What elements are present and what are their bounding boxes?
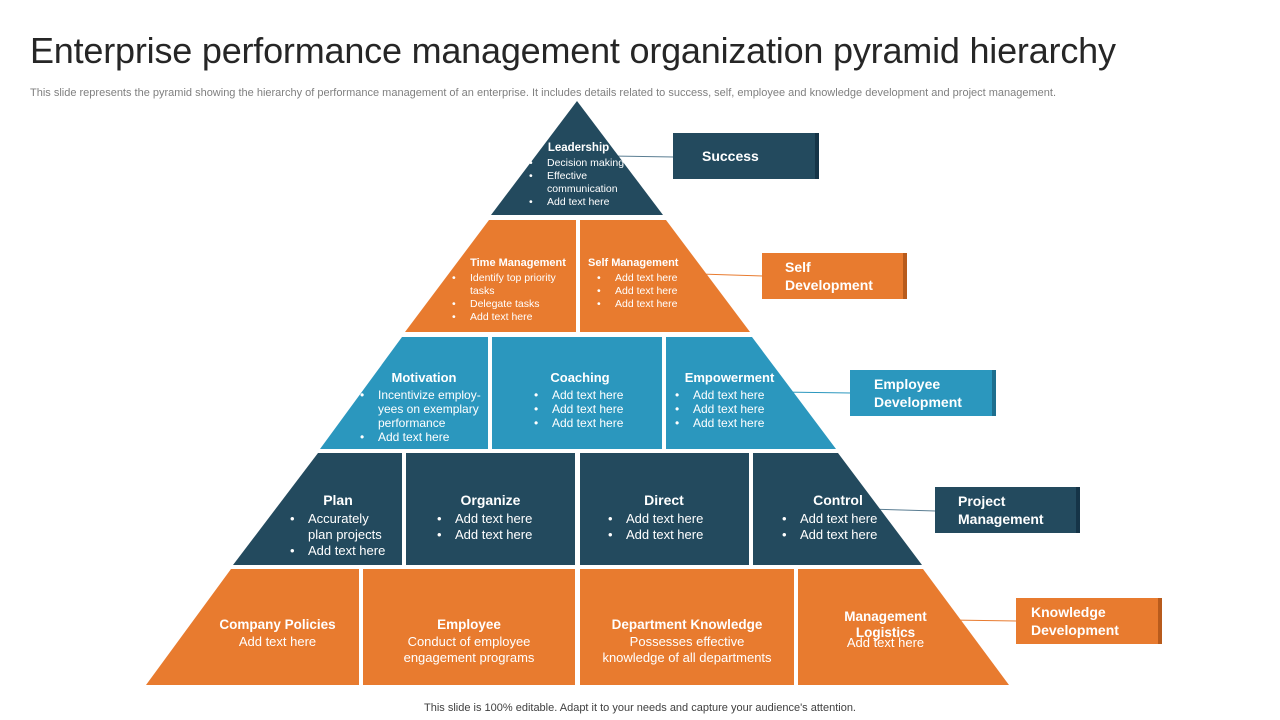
- empowerment-heading: Empowerment: [684, 370, 775, 385]
- leadership-text: Leadership Decision making Effective com…: [522, 142, 637, 209]
- management-logistics-text: Management Logistics Add text here: [828, 609, 943, 650]
- list-item: Add text here: [675, 416, 787, 430]
- list-item: Accurately plan projects: [290, 511, 392, 543]
- list-item: Add text here: [452, 311, 574, 324]
- company-policies-text: Company Policies Add text here: [206, 617, 349, 649]
- list-item: Incentivize employ-yees on exemplary per…: [360, 388, 488, 430]
- list-item: Add text here: [360, 430, 488, 444]
- pyramid-cell-management-logistics: [798, 569, 1009, 685]
- list-item: Add text here: [534, 416, 635, 430]
- label-edge: [1158, 598, 1162, 644]
- coaching-text: Coaching Add text here Add text here Add…: [525, 370, 635, 430]
- slide-subtitle: This slide represents the pyramid showin…: [30, 87, 1057, 99]
- slide-footer: This slide is 100% editable. Adapt it to…: [424, 702, 856, 714]
- direct-heading: Direct: [644, 492, 684, 508]
- list-item: Add text here: [534, 388, 635, 402]
- list-item: Add text here: [597, 285, 700, 298]
- list-item: Identify top priority tasks: [452, 272, 574, 298]
- employee-heading: Employee: [437, 617, 501, 632]
- connector-line-self-development: [699, 273, 765, 277]
- pyramid-cell-company-policies: [146, 569, 359, 685]
- organize-heading: Organize: [460, 492, 521, 508]
- label-success-text: Success: [702, 148, 759, 164]
- label-self-development-text: Self Development: [785, 259, 873, 293]
- label-edge: [903, 253, 907, 299]
- self-management-text: Self Management Add text here Add text h…: [588, 257, 700, 311]
- direct-text: Direct Add text here Add text here: [600, 492, 728, 543]
- pyramid-cell-department-knowledge: [580, 569, 794, 685]
- label-project-management: Project Management: [935, 487, 1080, 533]
- employee-desc: Conduct of employee engagement programs: [403, 634, 535, 665]
- slide-title: Enterprise performance management organi…: [30, 30, 1116, 71]
- label-edge: [815, 133, 819, 179]
- list-item: Add text here: [675, 402, 787, 416]
- department-knowledge-desc: Possesses effective knowledge of all dep…: [602, 634, 772, 665]
- company-policies-heading: Company Policies: [219, 617, 336, 632]
- list-item: Add text here: [529, 196, 637, 209]
- label-edge: [992, 370, 996, 416]
- label-employee-development-text: Employee Development: [874, 376, 962, 410]
- list-item: Add text here: [675, 388, 787, 402]
- list-item: Add text here: [437, 527, 553, 543]
- time-management-heading: Time Management: [470, 257, 566, 269]
- time-management-text: Time Management Identify top priority ta…: [452, 257, 574, 324]
- coaching-heading: Coaching: [550, 370, 610, 385]
- list-item: Add text here: [597, 298, 700, 311]
- department-knowledge-text: Department Knowledge Possesses effective…: [598, 617, 776, 666]
- management-logistics-desc: Add text here: [846, 635, 925, 650]
- list-item: Add text here: [597, 272, 700, 285]
- company-policies-desc: Add text here: [238, 634, 317, 649]
- label-success: Success: [673, 133, 819, 179]
- list-item: Add text here: [290, 543, 392, 559]
- list-item: Effective communication: [529, 170, 637, 196]
- label-knowledge-development-text: Knowledge Development: [1031, 604, 1119, 638]
- plan-heading: Plan: [323, 492, 353, 508]
- plan-text: Plan Accurately plan projects Add text h…: [284, 492, 392, 559]
- organize-text: Organize Add text here Add text here: [428, 492, 553, 543]
- list-item: Add text here: [608, 527, 728, 543]
- employee-text: Employee Conduct of employee engagement …: [385, 617, 553, 666]
- label-employee-development: Employee Development: [850, 370, 996, 416]
- list-item: Decision making: [529, 157, 637, 170]
- self-management-heading: Self Management: [588, 257, 679, 269]
- list-item: Add text here: [782, 511, 902, 527]
- pyramid-cell-employee: [363, 569, 575, 685]
- label-knowledge-development: Knowledge Development: [1016, 598, 1162, 644]
- label-edge: [1076, 487, 1080, 533]
- connector-line-knowledge-development: [949, 619, 1019, 622]
- motivation-heading: Motivation: [391, 370, 457, 385]
- leadership-heading: Leadership: [547, 142, 610, 154]
- list-item: Add text here: [534, 402, 635, 416]
- management-logistics-heading: Management Logistics: [844, 609, 927, 640]
- department-knowledge-heading: Department Knowledge: [611, 617, 763, 632]
- control-text: Control Add text here Add text here: [774, 492, 902, 543]
- list-item: Add text here: [608, 511, 728, 527]
- label-self-development: Self Development: [762, 253, 907, 299]
- list-item: Add text here: [437, 511, 553, 527]
- empowerment-text: Empowerment Add text here Add text here …: [672, 370, 787, 430]
- label-project-management-text: Project Management: [958, 493, 1044, 527]
- motivation-text: Motivation Incentivize employ-yees on ex…: [360, 370, 488, 444]
- list-item: Add text here: [782, 527, 902, 543]
- list-item: Delegate tasks: [452, 298, 574, 311]
- control-heading: Control: [813, 492, 863, 508]
